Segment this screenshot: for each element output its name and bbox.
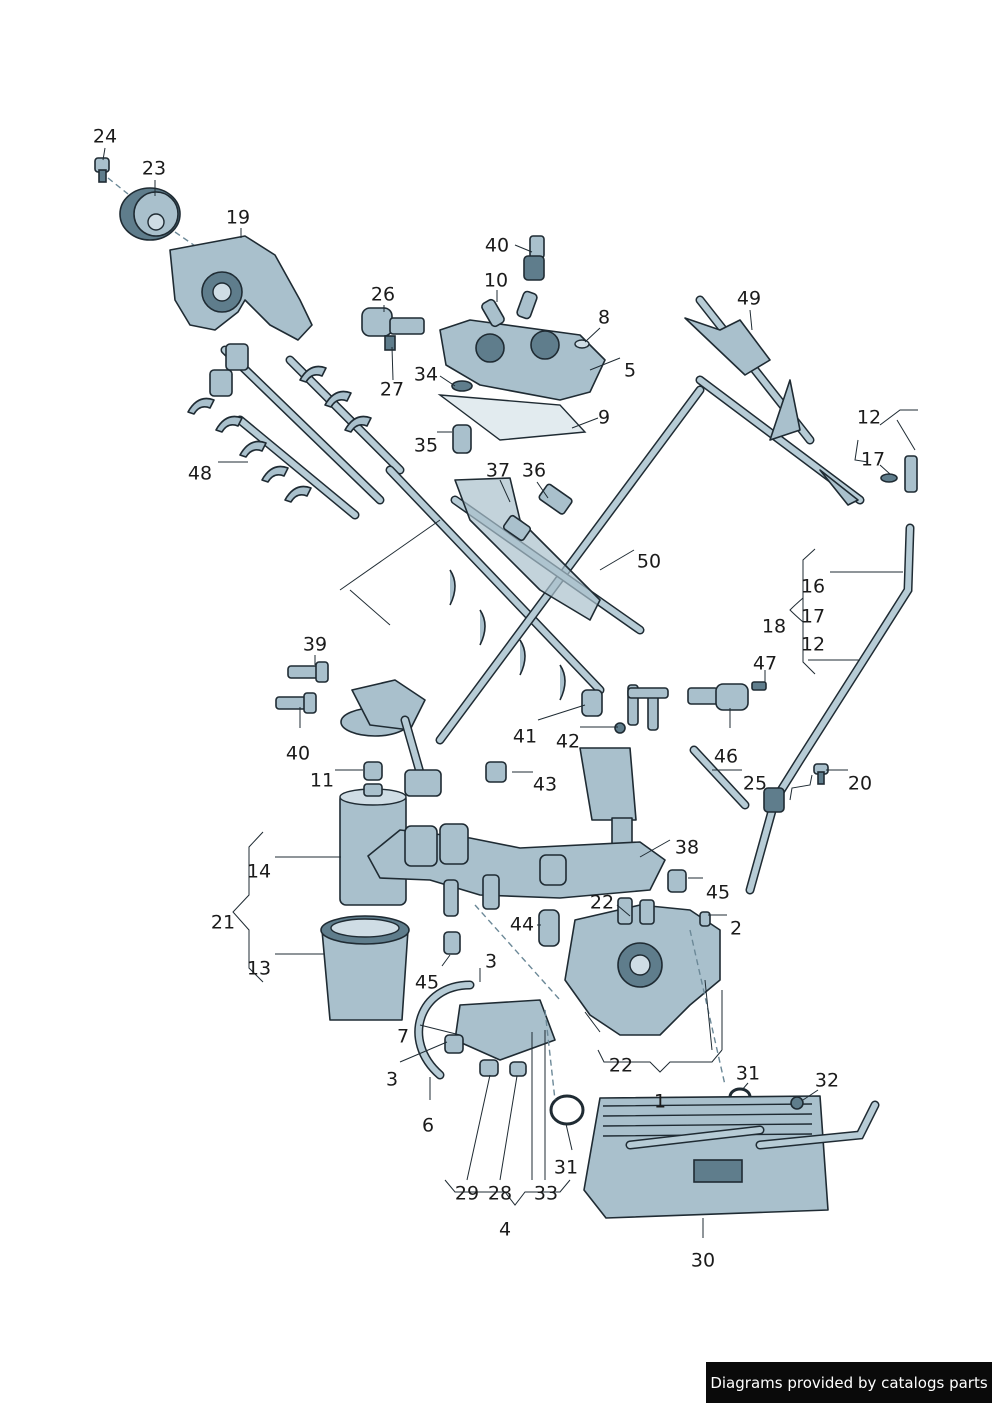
callout-10: 10 [483, 269, 509, 292]
callout-41: 41 [512, 725, 538, 748]
callout-18: 18 [761, 615, 787, 638]
pulley-part [119, 187, 181, 241]
bolt-part-40 [275, 692, 317, 714]
shaft-assembly-left [187, 343, 405, 520]
callout-5: 5 [623, 359, 637, 382]
bolt-part-39 [287, 661, 329, 683]
gasket-part [437, 380, 587, 441]
callout-16: 16 [800, 575, 826, 598]
valve-housing-part [439, 290, 606, 401]
callout-33: 33 [533, 1182, 559, 1205]
callout-40: 40 [484, 234, 510, 257]
callout-6: 6 [421, 1114, 435, 1137]
callout-34: 34 [413, 363, 439, 386]
callout-43: 43 [532, 773, 558, 796]
plug-part-11 [363, 761, 383, 781]
callout-48: 48 [187, 462, 213, 485]
callout-36: 36 [521, 459, 547, 482]
callout-49: 49 [736, 287, 762, 310]
callout-47: 47 [752, 652, 778, 675]
shield-part-42 [579, 747, 637, 851]
callout-24: 24 [92, 125, 118, 148]
dipstick-tube-part [745, 523, 915, 895]
callout-13: 13 [246, 957, 272, 980]
oil-pump-part [340, 679, 442, 797]
leader-lines [102, 147, 918, 1238]
filter-housing-part [320, 915, 410, 1021]
callout-30: 30 [690, 1249, 716, 1272]
elbow-pipe-part [414, 980, 556, 1080]
filter-bracket-part [367, 823, 666, 917]
callout-27: 27 [379, 378, 405, 401]
cover-plate-part [169, 235, 313, 341]
valve-part-41 [581, 689, 626, 734]
sleeve-part-17 [880, 455, 918, 493]
callout-2: 2 [729, 917, 743, 940]
callout-1: 1 [653, 1090, 667, 1113]
callout-45-right: 45 [705, 881, 731, 904]
credit-banner: Diagrams provided by catalogs parts [706, 1362, 992, 1403]
screw-part-20 [813, 763, 829, 785]
callout-31-low: 31 [553, 1156, 579, 1179]
callout-19: 19 [225, 206, 251, 229]
callout-45-left: 45 [414, 971, 440, 994]
callout-23: 23 [141, 157, 167, 180]
callout-8: 8 [597, 306, 611, 329]
plug-part-43 [485, 761, 507, 783]
callout-12-top: 12 [856, 406, 882, 429]
callout-14: 14 [246, 860, 272, 883]
callout-22-low: 22 [608, 1054, 634, 1077]
callout-42: 42 [555, 730, 581, 753]
plug-part-45a [667, 869, 687, 893]
callout-3-top: 3 [484, 950, 498, 973]
callout-38: 38 [674, 836, 700, 859]
callout-28: 28 [487, 1182, 513, 1205]
callout-32: 32 [814, 1069, 840, 1092]
solenoid-valve-right [687, 681, 767, 711]
solenoid-valve-part [361, 307, 425, 351]
o-ring-part-left [549, 1094, 585, 1126]
callout-4: 4 [498, 1218, 512, 1241]
callout-35: 35 [413, 434, 439, 457]
callout-17-mid: 17 [800, 605, 826, 628]
plug-part-45b [443, 931, 461, 955]
callout-9: 9 [597, 406, 611, 429]
callout-29: 29 [454, 1182, 480, 1205]
callout-50: 50 [636, 550, 662, 573]
sleeve-part-44 [538, 909, 560, 947]
callout-20: 20 [847, 772, 873, 795]
callout-31-right: 31 [735, 1062, 761, 1085]
callout-21: 21 [210, 911, 236, 934]
callout-7: 7 [396, 1025, 410, 1048]
callout-17-top: 17 [860, 448, 886, 471]
sensor-part-top [523, 235, 545, 281]
callout-44: 44 [509, 913, 535, 936]
callout-26: 26 [370, 283, 396, 306]
frame-assembly [339, 295, 865, 745]
callout-40-low: 40 [285, 742, 311, 765]
pipe-fitting-part [627, 684, 669, 731]
callout-22-top: 22 [589, 891, 615, 914]
callout-39: 39 [302, 633, 328, 656]
oil-cooler-housing-part [564, 897, 721, 1036]
callout-12-mid: 12 [800, 633, 826, 656]
bolt-part [94, 157, 110, 183]
rod-part-46 [689, 745, 750, 810]
callout-3-low: 3 [385, 1068, 399, 1091]
callout-37: 37 [485, 459, 511, 482]
oil-cooler-part [583, 1095, 880, 1219]
callout-25: 25 [742, 772, 768, 795]
sleeve-part-35 [452, 424, 472, 454]
callout-11: 11 [309, 769, 335, 792]
callout-46: 46 [713, 745, 739, 768]
